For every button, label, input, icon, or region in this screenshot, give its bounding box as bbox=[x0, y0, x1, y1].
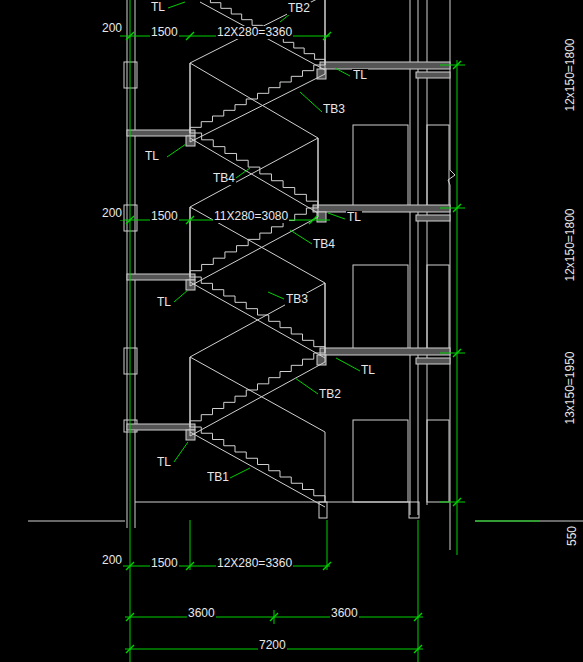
stair-stroke bbox=[190, 217, 318, 286]
dimension-text: 12x150=1800 bbox=[564, 207, 577, 282]
member-label: TB3 bbox=[322, 103, 346, 116]
dimension-text: 200 bbox=[101, 207, 123, 220]
stair-stroke bbox=[190, 138, 318, 213]
stair-stroke bbox=[190, 357, 191, 427]
dimension-text: 3600 bbox=[330, 607, 359, 620]
slabs bbox=[127, 62, 450, 440]
member-label: TB4 bbox=[312, 238, 336, 251]
stair-stroke bbox=[190, 427, 191, 436]
dimension-text: 3600 bbox=[187, 607, 216, 620]
stair-stroke bbox=[190, 427, 325, 502]
dimension-text: 200 bbox=[101, 554, 123, 567]
stair-stroke bbox=[190, 207, 325, 283]
leader-lines bbox=[167, 2, 360, 478]
stair-stroke bbox=[190, 277, 191, 286]
dimension-text: 1500 bbox=[150, 26, 179, 39]
stair-stroke bbox=[325, 0, 326, 65]
dimension-text: 1500 bbox=[150, 557, 179, 570]
member-label: TB2 bbox=[318, 388, 342, 401]
stair-stroke bbox=[190, 207, 191, 277]
stair-stroke bbox=[325, 0, 326, 65]
stair-stroke bbox=[190, 282, 325, 358]
stair-stroke bbox=[190, 353, 325, 427]
stair-stroke bbox=[190, 208, 318, 277]
stair-stroke bbox=[190, 432, 325, 507]
dimension-text: 13x150=1950 bbox=[564, 350, 577, 425]
dimension-lines bbox=[120, 0, 540, 662]
dimension-text: 550 bbox=[566, 525, 579, 547]
stair-stroke bbox=[200, 0, 325, 65]
member-label: TL bbox=[156, 296, 172, 309]
dimension-text: 200 bbox=[101, 22, 123, 35]
dimension-text: 7200 bbox=[258, 639, 287, 652]
stair-stroke bbox=[318, 138, 319, 208]
stair-stroke bbox=[190, 65, 325, 133]
stair-flights bbox=[190, 0, 325, 507]
stair-stroke bbox=[190, 207, 191, 277]
stair-stroke bbox=[318, 138, 319, 208]
walls bbox=[28, 0, 583, 550]
dimension-text: 11X280=3080 bbox=[213, 210, 289, 223]
stair-stroke bbox=[190, 357, 325, 432]
member-label: TL bbox=[360, 364, 376, 377]
member-label: TB1 bbox=[206, 471, 230, 484]
member-label: TB4 bbox=[212, 172, 236, 185]
stair-stroke bbox=[190, 133, 191, 142]
stair-stroke bbox=[325, 283, 326, 353]
stair-stroke bbox=[190, 362, 325, 436]
stair-stroke bbox=[190, 277, 325, 353]
member-label: TB2 bbox=[287, 2, 311, 15]
member-label: TL bbox=[150, 1, 166, 14]
member-label: TB3 bbox=[285, 293, 309, 306]
dimension-text: 12X280=3360 bbox=[216, 557, 293, 570]
stair-stroke bbox=[325, 283, 326, 353]
stair-stroke bbox=[190, 63, 318, 138]
stair-stroke bbox=[325, 432, 326, 502]
member-label: TL bbox=[352, 69, 368, 82]
member-label: TL bbox=[346, 211, 362, 224]
stair-stroke bbox=[190, 357, 191, 427]
dimension-text: 12X280=3360 bbox=[216, 26, 293, 39]
dimension-text: 1500 bbox=[150, 210, 179, 223]
member-label: TL bbox=[156, 456, 172, 469]
member-label: TL bbox=[144, 150, 160, 163]
dimension-text: 12x150=1800 bbox=[564, 37, 577, 112]
stair-stroke bbox=[190, 63, 191, 133]
stair-stroke bbox=[190, 63, 191, 133]
stair-stroke bbox=[190, 133, 318, 208]
stair-stroke bbox=[190, 138, 318, 207]
stair-stroke bbox=[190, 74, 325, 142]
stair-stroke bbox=[190, 283, 325, 357]
